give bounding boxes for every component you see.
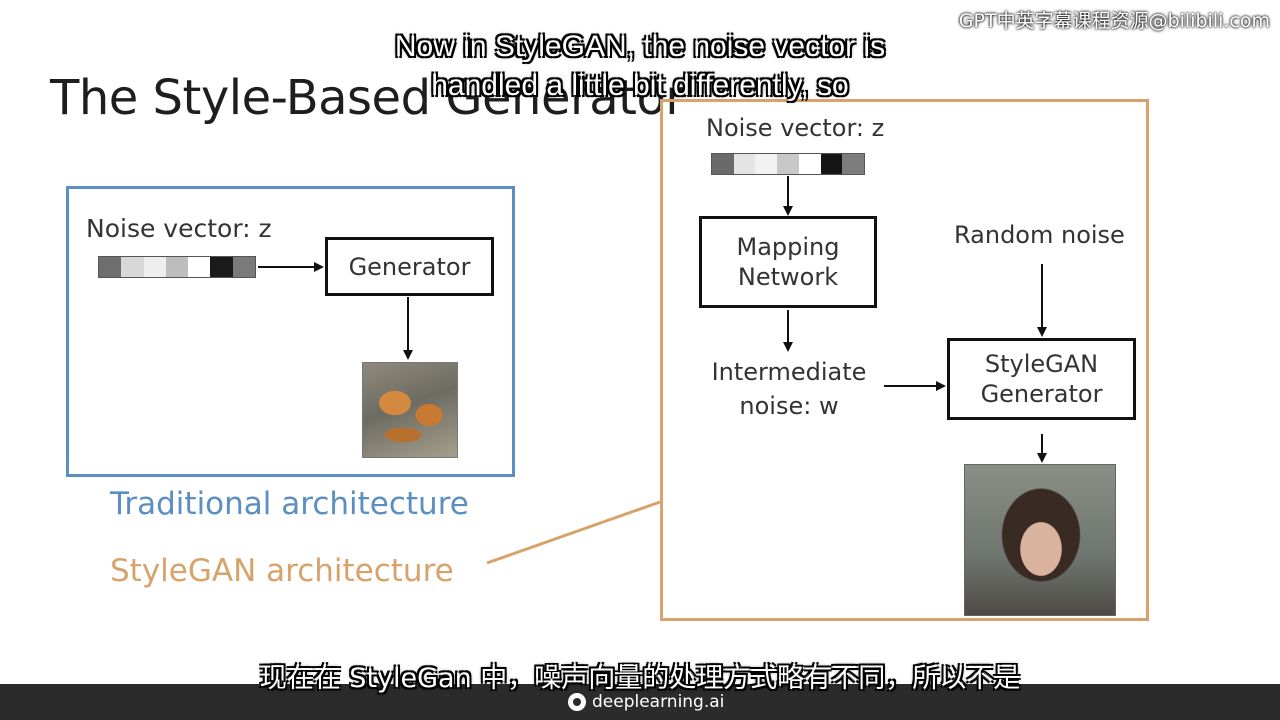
noise-vector-cell	[733, 154, 756, 174]
watermark-text: GPT中英字幕课程资源@bilibili.com	[958, 10, 1270, 32]
subtitle-chinese: 现在在 StyleGan 中，噪声向量的处理方式略有不同，所以不是	[259, 663, 1021, 694]
stylegan-caption-connector	[486, 500, 661, 565]
stylegan-noise-label: Noise vector: z	[706, 114, 885, 142]
noise-vector-cell	[712, 154, 734, 174]
traditional-generator-box: Generator	[325, 237, 494, 296]
noise-vector-cell	[210, 257, 233, 277]
noise-vector-cell	[165, 257, 189, 277]
noise-vector-cell	[99, 257, 122, 277]
footer-bar	[0, 684, 1280, 720]
noise-vector-cell	[820, 154, 843, 174]
noise-vector-cell	[188, 257, 211, 277]
noise-vector-cell	[842, 154, 865, 174]
stylegan-architecture-panel	[660, 99, 1149, 621]
stylegan-noise-vector	[711, 153, 865, 175]
subtitle-english-line-1: Now in StyleGAN, the noise vector is	[394, 30, 886, 63]
subtitle-english-line-2: handled a little bit differently, so	[431, 69, 849, 102]
slide-title: The Style-Based Generator	[50, 70, 685, 126]
stylegan-architecture-caption: StyleGAN architecture	[110, 553, 454, 589]
generated-face-image	[964, 464, 1116, 616]
traditional-architecture-caption: Traditional architecture	[110, 486, 469, 522]
generated-dog-image	[362, 362, 458, 458]
random-noise-label: Random noise	[954, 221, 1125, 249]
noise-vector-cell	[232, 257, 255, 277]
noise-vector-cell	[777, 154, 799, 174]
footer-brand: deeplearning.ai	[568, 692, 724, 712]
mapping-network-box: Mapping Network	[699, 216, 877, 308]
noise-vector-cell	[755, 154, 778, 174]
stylegan-generator-box: StyleGAN Generator	[947, 338, 1136, 420]
noise-vector-cell	[121, 257, 144, 277]
noise-vector-cell	[798, 154, 821, 174]
traditional-noise-vector	[98, 256, 256, 278]
intermediate-noise-label: Intermediate noise: w	[711, 358, 867, 420]
traditional-noise-label: Noise vector: z	[86, 214, 272, 243]
footer-brand-text: deeplearning.ai	[592, 692, 725, 712]
noise-vector-cell	[143, 257, 166, 277]
deeplearning-logo-icon	[568, 693, 586, 711]
traditional-architecture-panel	[66, 186, 515, 477]
